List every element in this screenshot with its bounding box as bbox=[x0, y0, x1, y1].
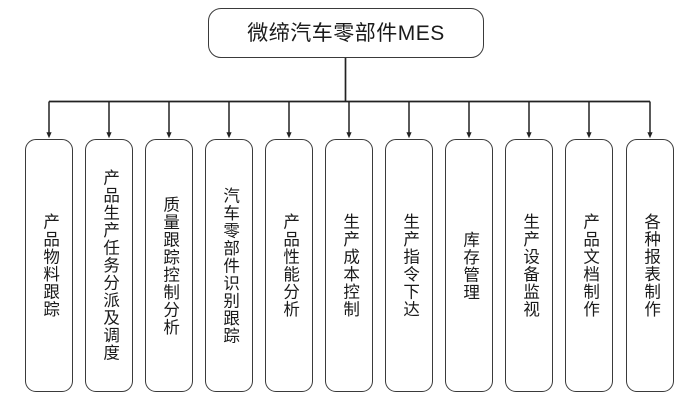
leaf-node-5[interactable]: 产品性能分析 bbox=[265, 139, 313, 392]
root-node-label: 微缔汽车零部件MES bbox=[247, 21, 445, 45]
leaf-node-6[interactable]: 生产成本控制 bbox=[325, 139, 373, 392]
leaf-node-label: 质量跟踪控制分析 bbox=[160, 195, 179, 336]
leaf-node-label: 产品物料跟踪 bbox=[40, 213, 59, 318]
leaf-node-1[interactable]: 产品物料跟踪 bbox=[25, 139, 73, 392]
leaf-node-9[interactable]: 生产设备监视 bbox=[505, 139, 553, 392]
leaf-node-11[interactable]: 各种报表制作 bbox=[626, 139, 674, 392]
leaf-node-label: 汽车零部件识别跟踪 bbox=[220, 186, 239, 345]
leaf-node-label: 产品文档制作 bbox=[580, 213, 599, 318]
leaf-node-2[interactable]: 产品生产任务分派及调度 bbox=[85, 139, 133, 392]
leaf-node-label: 各种报表制作 bbox=[641, 213, 660, 318]
leaf-node-label: 产品生产任务分派及调度 bbox=[100, 169, 119, 362]
leaf-node-label: 生产指令下达 bbox=[400, 213, 419, 318]
leaf-node-3[interactable]: 质量跟踪控制分析 bbox=[145, 139, 193, 392]
leaf-node-label: 产品性能分析 bbox=[280, 213, 299, 318]
leaf-node-10[interactable]: 产品文档制作 bbox=[565, 139, 613, 392]
root-node-mes[interactable]: 微缔汽车零部件MES bbox=[208, 8, 484, 58]
leaf-node-label: 库存管理 bbox=[460, 230, 479, 301]
leaf-node-label: 生产设备监视 bbox=[520, 213, 539, 318]
leaf-node-4[interactable]: 汽车零部件识别跟踪 bbox=[205, 139, 253, 392]
leaf-node-8[interactable]: 库存管理 bbox=[445, 139, 493, 392]
leaf-node-7[interactable]: 生产指令下达 bbox=[385, 139, 433, 392]
leaf-node-label: 生产成本控制 bbox=[340, 213, 359, 318]
